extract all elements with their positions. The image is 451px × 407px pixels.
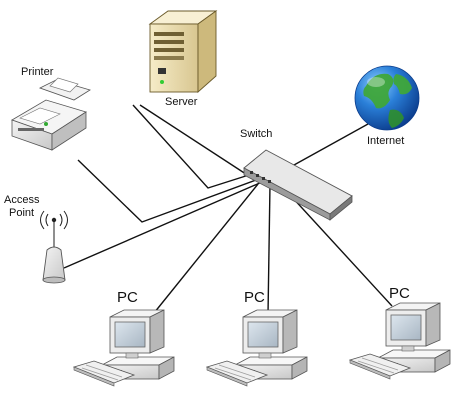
printer-label: Printer [21,66,54,78]
link-switch-pc3 [279,183,393,307]
desktop-computer-icon-3 [349,302,451,380]
printer-icon [11,77,91,151]
desktop-computer-icon-1 [73,309,175,387]
server-label: Server [165,96,198,108]
link-server-switch-path [132,104,253,189]
pc-label-3: PC [389,285,410,302]
globe-icon [354,65,420,131]
internet-label: Internet [367,135,405,147]
connection-links [63,104,393,319]
pc-label-1: PC [117,289,138,306]
switch-label: Switch [240,128,273,140]
desktop-computer-icon-2 [206,309,308,387]
wireless-access-point-icon [40,210,68,284]
network-switch-icon [243,149,353,221]
access-point-label-line1: Access [4,194,40,206]
link-internet-switch [293,123,369,166]
link-server-switch [139,104,253,179]
link-printer-switch [77,159,257,223]
server-tower-icon [148,10,218,94]
pc-label-2: PC [244,289,265,306]
access-point-label-line2: Point [9,207,35,219]
link-switch-pc1 [149,183,259,319]
link-switch-pc2 [267,183,271,316]
link-access-point-switch [63,181,263,269]
